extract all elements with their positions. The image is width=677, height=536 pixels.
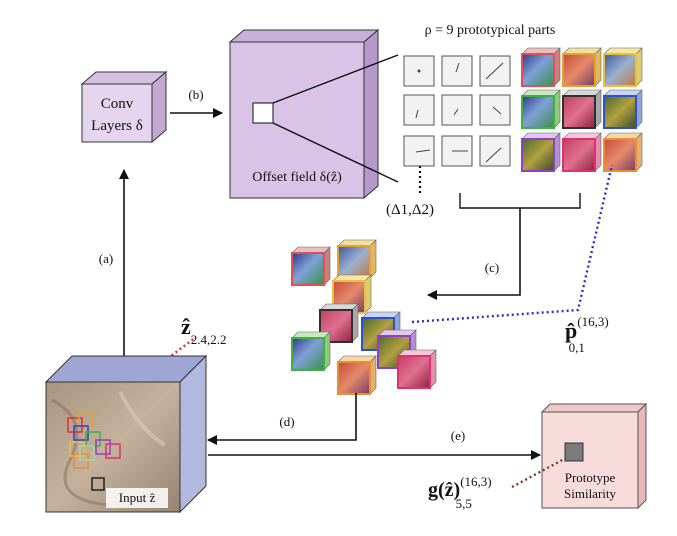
conv-label-line1: Conv (101, 96, 134, 112)
similarity-label-line1: Prototype (565, 470, 616, 485)
prototypes-title: ρ = 9 prototypical parts (425, 23, 556, 38)
offset-cell (441, 55, 473, 87)
offset-cell (479, 55, 511, 87)
prototype-image-grid (521, 47, 643, 172)
arrow-d (207, 393, 357, 445)
step-a-label: (a) (99, 251, 113, 266)
prototype-cube (562, 132, 602, 172)
prototype-cube (562, 89, 602, 129)
offset-vector-grid (403, 55, 511, 167)
offset-cell (403, 135, 435, 167)
input-block: Input ẑ (44, 354, 208, 514)
prototype-cube (291, 331, 331, 371)
step-c-label: (c) (485, 260, 499, 275)
prototype-cube (337, 355, 377, 395)
offset-cell (479, 94, 511, 126)
prototype-cube (603, 89, 643, 129)
projection-line-bottom (272, 122, 399, 183)
offset-field-label: Offset field δ(ẑ) (252, 170, 342, 185)
similarity-cell (564, 442, 584, 462)
offset-cell (479, 135, 511, 167)
arrow-c (427, 208, 521, 300)
p-hat-label: p̂(16,3)0,1 (565, 314, 609, 355)
projection-line-top (272, 54, 399, 104)
brown-dotted-line (511, 456, 567, 489)
prototype-cube (397, 349, 437, 389)
prototype-cube (521, 47, 561, 87)
prototype-cube (562, 47, 602, 87)
conv-layers-block: Conv Layers δ (80, 70, 168, 144)
deformed-prototype-cluster (291, 239, 437, 395)
z-hat-label: ẑ2.4,2.2 (181, 314, 227, 347)
step-e-label: (e) (451, 428, 465, 443)
step-d-label: (d) (279, 414, 294, 429)
offset-cell (441, 135, 473, 167)
grid-bracket (459, 193, 581, 209)
prototype-cube (337, 239, 377, 279)
blue-dotted-line (411, 164, 614, 324)
prototype-similarity-block: Prototype Similarity (540, 402, 648, 510)
input-label: Input ẑ (119, 490, 156, 505)
step-b-label: (b) (188, 87, 203, 102)
prototype-cube (603, 132, 643, 172)
delta-label: (Δ1,Δ2) (386, 202, 434, 218)
offset-field-block: Offset field δ(ẑ) (228, 28, 380, 200)
prototype-cube (603, 47, 643, 87)
offset-cell (441, 94, 473, 126)
similarity-label-line2: Similarity (564, 486, 617, 501)
offset-cell (403, 55, 435, 87)
offset-cell (403, 94, 435, 126)
prototype-cube (291, 246, 331, 286)
offset-kernel-window (252, 102, 274, 124)
conv-label-line2: Layers δ (91, 118, 143, 134)
prototype-cube (521, 132, 561, 172)
prototype-cube (521, 89, 561, 129)
g-label: g(ẑ)(16,3)5,5 (428, 474, 492, 511)
